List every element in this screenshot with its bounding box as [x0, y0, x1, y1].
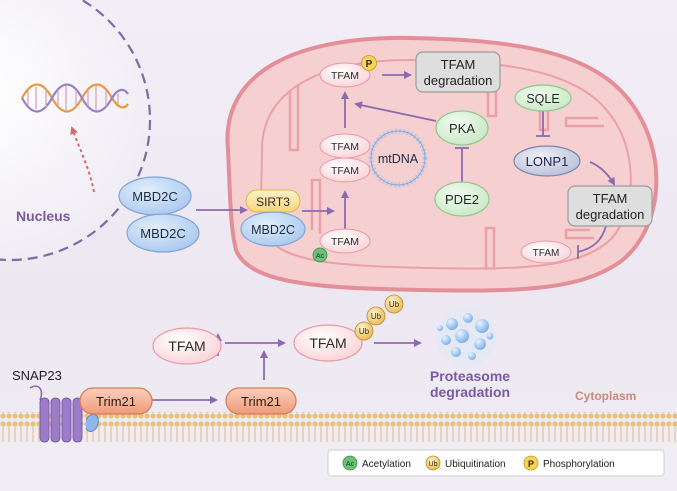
legend-acetylation: Ac Acetylation	[342, 455, 411, 471]
svg-text:MBD2C: MBD2C	[251, 223, 295, 237]
tfam-ubiquitinated-node: TFAM	[293, 324, 363, 362]
trim21-membrane-node: Trim21	[79, 387, 153, 415]
tfam-acetylated-node: TFAM	[319, 228, 371, 254]
svg-text:MBD2C: MBD2C	[140, 226, 186, 241]
snap23-protein-icon	[29, 385, 99, 443]
svg-text:degradation: degradation	[576, 207, 645, 222]
svg-text:MBD2C: MBD2C	[132, 189, 178, 204]
trim21-moved-node: Trim21	[225, 387, 297, 415]
pka-node: PKA	[435, 110, 489, 146]
svg-text:SQLE: SQLE	[526, 92, 559, 106]
snap23-label: SNAP23	[12, 368, 62, 383]
svg-text:TFAM: TFAM	[331, 141, 359, 153]
svg-text:TFAM: TFAM	[331, 70, 359, 82]
mbd2c-top-node: MBD2C	[118, 176, 192, 216]
svg-text:P: P	[528, 459, 534, 469]
pde2-node: PDE2	[434, 181, 490, 217]
inhibition-lines	[455, 108, 579, 259]
mtdna-circle-icon: mtDNA	[368, 128, 428, 188]
proteasome-label-line2: degradation	[430, 384, 510, 400]
svg-text:TFAM: TFAM	[309, 335, 346, 351]
svg-text:degradation: degradation	[424, 73, 493, 88]
svg-text:PDE2: PDE2	[445, 192, 479, 207]
svg-text:TFAM: TFAM	[441, 57, 476, 72]
svg-text:TFAM: TFAM	[331, 165, 359, 177]
svg-text:Acetylation: Acetylation	[362, 459, 411, 470]
svg-text:Ub: Ub	[429, 461, 438, 468]
tfam-cytoplasm-node: TFAM	[152, 327, 222, 365]
svg-text:PKA: PKA	[449, 121, 475, 136]
svg-text:mtDNA: mtDNA	[378, 152, 419, 166]
ub-badge-2: Ub	[366, 306, 386, 326]
nuclear-entry-arrow	[70, 126, 95, 193]
svg-text:Ac: Ac	[346, 461, 355, 468]
ub-badge-3: Ub	[384, 294, 404, 314]
svg-text:Ac: Ac	[316, 253, 325, 260]
mbd2c-mito-node: MBD2C	[240, 211, 306, 247]
mbd2c-bottom-node: MBD2C	[126, 213, 200, 253]
proteasome-icon	[436, 308, 496, 368]
cytoplasm-label: Cytoplasm	[575, 389, 636, 403]
svg-text:Ub: Ub	[359, 327, 370, 336]
svg-text:Ub: Ub	[371, 312, 382, 321]
legend-ubiquitination: Ub Ubiquitination	[425, 455, 506, 471]
svg-text:Trim21: Trim21	[96, 394, 136, 409]
svg-text:P: P	[366, 59, 373, 70]
svg-text:Ubiquitination: Ubiquitination	[445, 459, 506, 470]
svg-text:Trim21: Trim21	[241, 394, 281, 409]
svg-text:SIRT3: SIRT3	[256, 195, 290, 209]
tfam-degradation-right-box: TFAM degradation	[567, 185, 653, 227]
proteasome-label-line1: Proteasome	[430, 368, 510, 384]
sirt3-node: SIRT3	[245, 189, 301, 213]
tfam-phosphorylated-node: TFAM	[319, 62, 371, 88]
svg-text:Phosphorylation: Phosphorylation	[543, 459, 615, 470]
lonp1-node: LONP1	[513, 145, 581, 177]
acetyl-badge: Ac	[312, 247, 328, 263]
dna-helix-icon	[21, 83, 129, 113]
nucleus-label: Nucleus	[16, 208, 71, 224]
legend-phosphorylation: P Phosphorylation	[523, 455, 615, 471]
ub-badge-1: Ub	[354, 321, 374, 341]
svg-text:TFAM: TFAM	[331, 236, 359, 248]
svg-text:TFAM: TFAM	[533, 248, 560, 259]
legend: Ac Acetylation Ub Ubiquitination P Phosp…	[327, 449, 665, 477]
phospho-badge: P	[361, 55, 377, 71]
tfam-lower-node: TFAM	[319, 157, 371, 183]
sqle-node: SQLE	[514, 84, 572, 112]
tfam-small-node: TFAM	[520, 240, 572, 264]
tfam-degradation-top-box: TFAM degradation	[415, 51, 501, 93]
svg-text:LONP1: LONP1	[526, 154, 569, 169]
svg-text:TFAM: TFAM	[168, 338, 205, 354]
tfam-upper-node: TFAM	[319, 133, 371, 159]
svg-text:TFAM: TFAM	[593, 191, 628, 206]
svg-text:Ub: Ub	[389, 300, 400, 309]
